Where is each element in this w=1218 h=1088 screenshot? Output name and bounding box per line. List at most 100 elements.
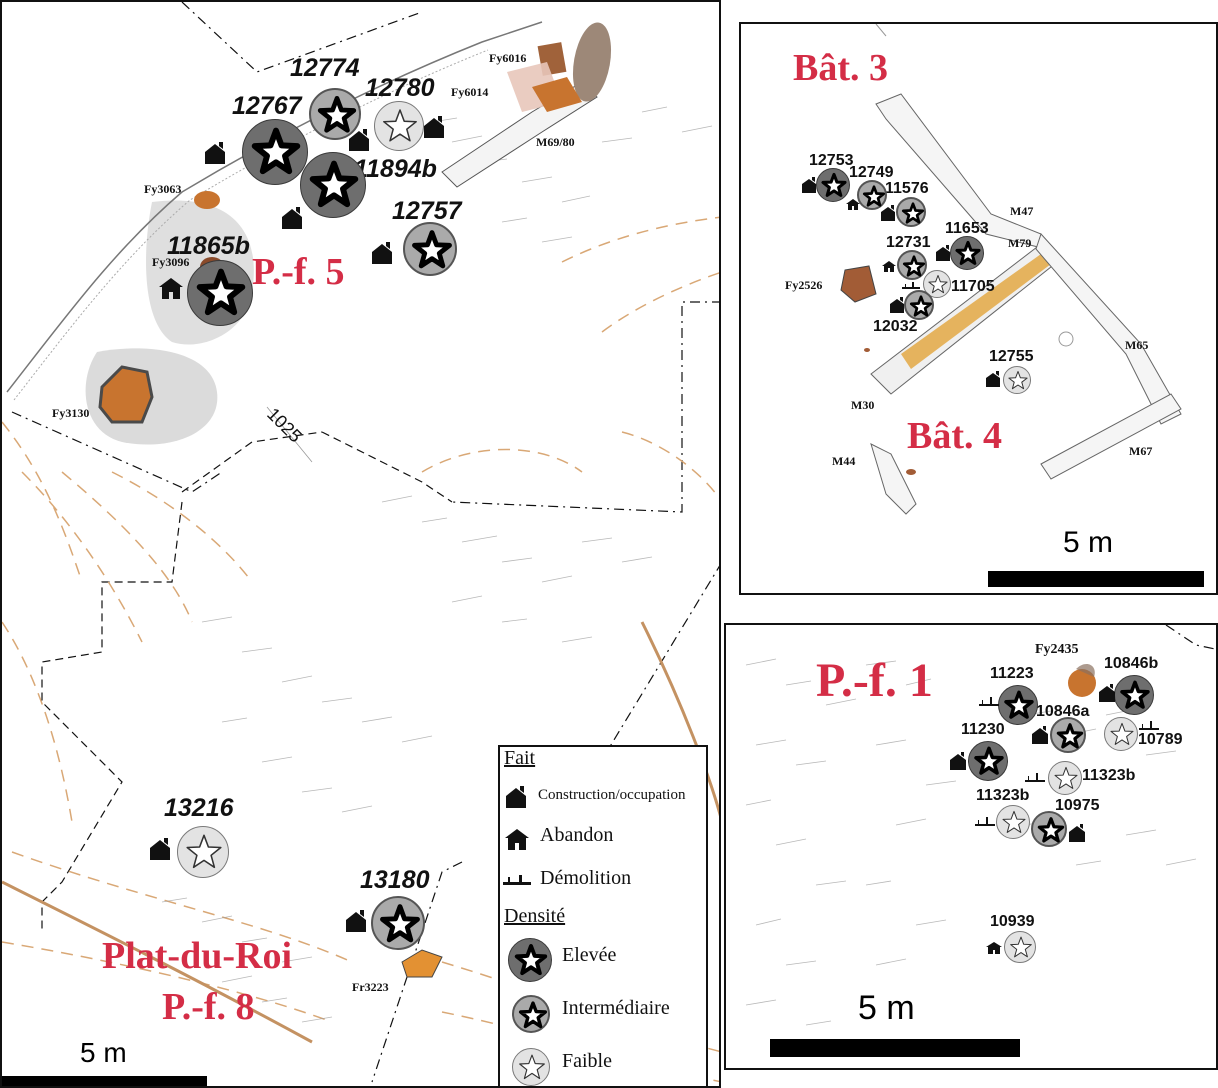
sample-label: 12749 [849, 164, 894, 181]
star-icon [1004, 690, 1034, 719]
demolition-icon [503, 875, 531, 885]
star-icon [1120, 680, 1150, 709]
star-icon [1010, 936, 1032, 958]
feature-label-fy3130: Fy3130 [52, 406, 90, 420]
sample-label: 11894b [354, 155, 437, 183]
sample-label: 13180 [360, 866, 430, 894]
sample-label: 12032 [873, 318, 918, 335]
sample-marker-low [1004, 931, 1036, 963]
scale-label: 5 m [80, 1037, 127, 1068]
demolition-icon [1025, 773, 1045, 782]
zone-label-pf5: P.-f. 5 [252, 251, 345, 293]
construction-icon [282, 207, 302, 229]
construction-icon [950, 752, 966, 770]
construction-icon [349, 129, 369, 151]
sample-marker-mid [1031, 811, 1067, 847]
sample-marker-mid [1050, 717, 1086, 753]
star-icon [821, 172, 847, 197]
scale-bar [770, 1039, 1020, 1057]
scale-bar [2, 1076, 207, 1086]
sample-label: 11865b [167, 232, 250, 260]
legend-marker-high [508, 938, 552, 982]
sample-marker-mid [371, 896, 425, 950]
demolition-icon [979, 697, 999, 706]
sample-marker-mid [904, 290, 934, 320]
construction-icon [150, 838, 170, 860]
sample-marker-high [816, 168, 850, 202]
feature-label-fy3096: Fy3096 [152, 255, 190, 269]
legend-densite-title: Densité [504, 905, 566, 927]
construction-icon [936, 245, 950, 261]
site-label-plat-du-roi: Plat-du-Roi [102, 935, 292, 977]
legend-item-label: Construction/occupation [538, 787, 686, 803]
star-icon [902, 255, 926, 277]
star-icon [412, 230, 452, 269]
pf1-map-panel: P.-f. 1 Fy2435 11223 10846b 10846a 11230… [724, 623, 1218, 1070]
building-label-bat4: Bât. 4 [907, 415, 1002, 457]
feature-label-m69-80: M69/80 [536, 135, 575, 149]
sample-label: 10846a [1036, 703, 1090, 720]
star-icon [909, 295, 933, 317]
bat-map-background [840, 24, 1182, 515]
site-label-pf8: P.-f. 8 [162, 986, 255, 1028]
sample-label: 11223 [990, 665, 1034, 682]
sample-label: 12780 [365, 74, 435, 102]
star-icon [251, 127, 301, 175]
sample-marker-low [177, 826, 229, 878]
demolition-icon [975, 817, 995, 826]
building-label-bat3: Bât. 3 [793, 47, 888, 89]
demolition-icon [902, 282, 920, 289]
abandon-icon [882, 261, 896, 272]
construction-icon [881, 205, 895, 221]
legend: Fait Construction/occupation Abandon Dém… [498, 745, 708, 1086]
scale-label: 5 m [1063, 526, 1114, 559]
pf1-map-background [745, 625, 1216, 1026]
construction-icon [346, 910, 366, 932]
sample-label: 11323b [1082, 767, 1136, 784]
sample-label: 11705 [951, 278, 995, 295]
main-map-panel: Fy6016 Fy6014 M69/80 Fy3063 Fy3096 Fy313… [0, 0, 721, 1088]
legend-item-label: Abandon [540, 824, 614, 846]
zone-label-pf1: P.-f. 1 [816, 654, 933, 707]
scale-bar [988, 571, 1204, 587]
feature-label-m44: M44 [832, 454, 856, 468]
star-icon [519, 1054, 545, 1080]
sample-label: 12767 [232, 92, 302, 120]
sample-label: 10939 [990, 913, 1035, 930]
sample-marker-mid [309, 88, 361, 140]
sample-marker-high [1114, 675, 1154, 715]
legend-item-label: Démolition [540, 867, 632, 889]
sample-label: 11576 [885, 180, 929, 197]
sample-label: 10789 [1138, 731, 1183, 748]
sample-marker-high [968, 741, 1008, 781]
star-icon [1037, 817, 1065, 843]
star-icon [955, 240, 981, 265]
legend-marker-mid [512, 995, 550, 1033]
construction-icon [890, 297, 904, 313]
construction-icon [802, 177, 816, 193]
star-icon [901, 202, 925, 224]
legend-item-label: Elevée [562, 944, 617, 966]
star-icon [1002, 810, 1026, 833]
abandon-icon [159, 278, 183, 299]
star-icon [518, 1001, 548, 1029]
feature-label-m30: M30 [851, 398, 875, 412]
sample-label: 11323b [976, 787, 1030, 804]
feature-label-fy6014: Fy6014 [451, 85, 489, 99]
sample-label: 10975 [1055, 797, 1100, 814]
demolition-icon [1139, 721, 1159, 730]
sample-marker-high [242, 119, 308, 185]
feature-label-fy3063: Fy3063 [144, 182, 182, 196]
sample-label: 11230 [961, 721, 1005, 738]
star-icon [1054, 766, 1078, 789]
main-map-background [2, 2, 719, 1083]
sample-marker-low [1003, 366, 1031, 394]
abandon-icon [986, 942, 1002, 954]
scale-label: 5 m [858, 989, 915, 1027]
star-icon [186, 834, 222, 869]
star-icon [974, 746, 1004, 775]
sample-marker-low [374, 101, 424, 151]
feature-label-m65: M65 [1125, 338, 1149, 352]
star-icon [1008, 371, 1028, 390]
legend-item-label: Faible [562, 1050, 612, 1072]
